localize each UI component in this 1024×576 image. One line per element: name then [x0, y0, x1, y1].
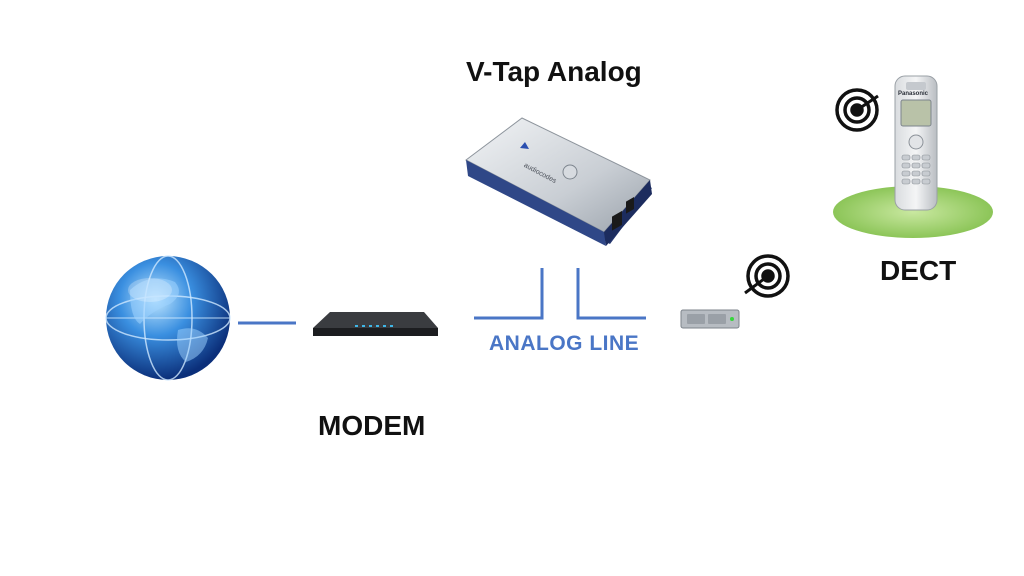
analog-line-wiring [474, 268, 646, 320]
dect-label: DECT [880, 255, 957, 286]
dect-base-station-icon [680, 309, 740, 329]
analog-line-label: ANALOG LINE [489, 332, 640, 355]
dect-handset-icon [894, 75, 938, 211]
modem-label: MODEM [318, 410, 426, 441]
phone-brand-text: Panasonic [898, 91, 929, 97]
phone-pedestal [833, 186, 993, 238]
wireless-signal-icon [835, 88, 879, 132]
internet-globe-icon [105, 255, 231, 381]
modem-device-icon [313, 312, 438, 336]
vtap-analog-device-icon [465, 117, 652, 246]
wireless-signal-icon [744, 254, 790, 298]
diagram-title: V-Tap Analog [466, 56, 642, 87]
